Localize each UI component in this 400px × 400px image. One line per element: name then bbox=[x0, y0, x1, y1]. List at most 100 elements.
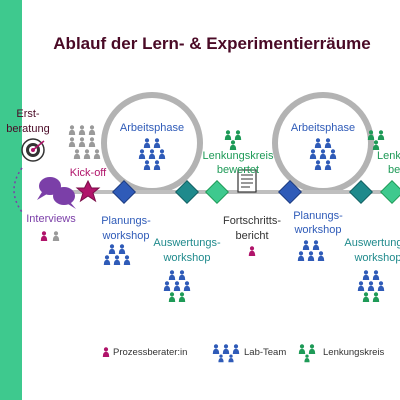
auswertungsworkshop-label-2-line1: Auswertungs- bbox=[344, 237, 400, 249]
legend-lenkungskreis-label: Lenkungskreis bbox=[323, 347, 385, 358]
person-icon bbox=[113, 255, 121, 265]
person-icon bbox=[248, 246, 256, 256]
person-icon bbox=[103, 255, 111, 265]
lenkungskreis-label-2-line2: be bbox=[388, 164, 400, 176]
person-icon bbox=[228, 354, 234, 363]
person-icon bbox=[329, 149, 337, 159]
person-icon bbox=[40, 231, 48, 241]
diamond-icon bbox=[379, 179, 400, 205]
person-icon bbox=[222, 344, 230, 354]
person-icon bbox=[168, 270, 176, 280]
legend-prozessberater-label: Prozessberater:in bbox=[113, 347, 187, 358]
lenkungskreis-label-2-line1: Lenk bbox=[377, 150, 400, 162]
person-icon bbox=[314, 138, 322, 148]
speech-bubbles-icon bbox=[37, 177, 76, 209]
person-icon bbox=[224, 130, 232, 140]
person-icon bbox=[212, 344, 220, 354]
document-icon bbox=[237, 169, 257, 193]
fortschrittsbericht-label-line2: bericht bbox=[235, 230, 268, 242]
people-groups bbox=[40, 125, 385, 363]
person-icon bbox=[234, 130, 242, 140]
person-icon bbox=[307, 251, 315, 261]
person-icon bbox=[314, 160, 322, 170]
person-icon bbox=[319, 149, 327, 159]
person-icon bbox=[178, 270, 186, 280]
person-icon bbox=[68, 137, 76, 147]
interviews-label: Interviews bbox=[26, 213, 76, 225]
person-icon bbox=[362, 292, 370, 302]
person-icon bbox=[312, 240, 320, 250]
person-icon bbox=[372, 270, 380, 280]
legend-lab-team-label: Lab-Team bbox=[244, 347, 286, 358]
person-icon bbox=[163, 281, 171, 291]
person-icon bbox=[138, 149, 146, 159]
person-icon bbox=[118, 244, 126, 254]
person-icon bbox=[93, 149, 101, 159]
person-icon bbox=[372, 140, 380, 150]
person-icon bbox=[377, 281, 385, 291]
person-icon bbox=[324, 138, 332, 148]
auswertungsworkshop-label-1-line1: Auswertungs- bbox=[153, 237, 221, 249]
person-icon bbox=[218, 354, 224, 363]
person-icon bbox=[173, 281, 181, 291]
erstberatung-label-line2: beratung bbox=[6, 123, 49, 135]
person-icon bbox=[168, 292, 176, 302]
arbeitsphase-ring-2 bbox=[272, 92, 374, 194]
lenkungskreis-label-1-line1: Lenkungskreis bbox=[203, 150, 274, 162]
fortschrittsbericht-label-line1: Fortschritts- bbox=[223, 215, 281, 227]
person-icon bbox=[317, 251, 325, 261]
person-icon bbox=[153, 138, 161, 148]
person-icon bbox=[83, 149, 91, 159]
diagram-title: Ablauf der Lern- & Experimentierräume bbox=[53, 34, 370, 53]
person-icon bbox=[158, 149, 166, 159]
diamond-icon bbox=[277, 179, 303, 205]
person-icon bbox=[357, 281, 365, 291]
person-icon bbox=[367, 281, 375, 291]
person-icon bbox=[183, 281, 191, 291]
person-icon bbox=[367, 130, 375, 140]
lenkungskreis-label-1-line2: bewertet bbox=[217, 164, 259, 176]
person-icon bbox=[52, 231, 60, 241]
person-icon bbox=[372, 292, 380, 302]
person-icon bbox=[123, 255, 131, 265]
person-icon bbox=[178, 292, 186, 302]
planungsworkshop-label-1-line1: Planungs- bbox=[101, 215, 151, 227]
person-icon bbox=[309, 149, 317, 159]
planungsworkshop-label-2-line1: Planungs- bbox=[293, 210, 343, 222]
person-icon bbox=[232, 344, 240, 354]
target-icon bbox=[21, 138, 45, 162]
arbeitsphase-label-1: Arbeitsphase bbox=[120, 122, 184, 134]
planungsworkshop-label-2-line2: workshop bbox=[293, 224, 341, 236]
person-icon bbox=[88, 125, 96, 135]
person-icon bbox=[102, 347, 110, 357]
diamond-icon bbox=[204, 179, 230, 205]
auswertungsworkshop-label-1-line2: workshop bbox=[162, 252, 210, 264]
person-icon bbox=[298, 344, 306, 354]
erstberatung-label-line1: Erst- bbox=[16, 108, 40, 120]
person-icon bbox=[78, 125, 86, 135]
person-icon bbox=[304, 354, 310, 363]
green-side-bar bbox=[0, 0, 22, 400]
planungsworkshop-label-1-line2: workshop bbox=[101, 230, 149, 242]
person-icon bbox=[229, 140, 237, 150]
person-icon bbox=[108, 244, 116, 254]
diamond-icon bbox=[174, 179, 200, 205]
person-icon bbox=[377, 130, 385, 140]
person-icon bbox=[88, 137, 96, 147]
person-icon bbox=[73, 149, 81, 159]
auswertungsworkshop-label-2-line2: workshop bbox=[353, 252, 400, 264]
person-icon bbox=[308, 344, 316, 354]
arbeitsphase-label-2: Arbeitsphase bbox=[291, 122, 355, 134]
person-icon bbox=[143, 160, 151, 170]
star-icon bbox=[75, 179, 101, 203]
person-icon bbox=[362, 270, 370, 280]
person-icon bbox=[297, 251, 305, 261]
diamond-icon bbox=[348, 179, 374, 205]
person-icon bbox=[302, 240, 310, 250]
person-icon bbox=[78, 137, 86, 147]
person-icon bbox=[68, 125, 76, 135]
kickoff-label: Kick-off bbox=[70, 167, 107, 179]
person-icon bbox=[148, 149, 156, 159]
diamond-icon bbox=[111, 179, 137, 205]
